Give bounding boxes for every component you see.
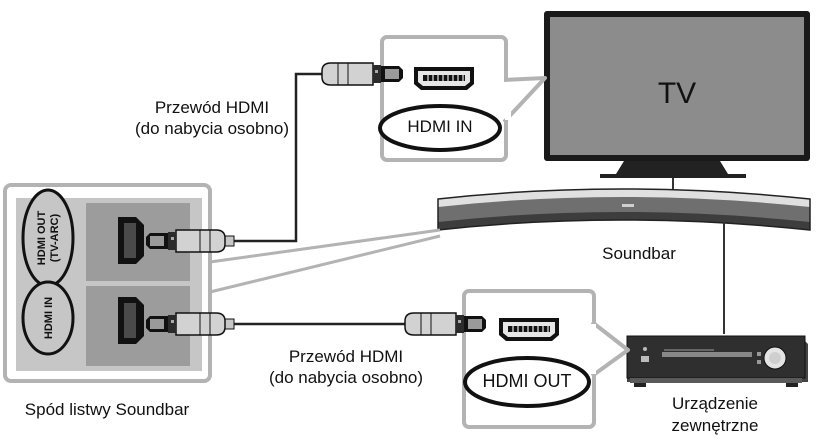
hdmi-in-port-oval xyxy=(21,280,75,356)
hdmi-cable-top xyxy=(233,72,330,243)
hdmi-plug-icon xyxy=(321,62,403,86)
hdmi-plug-icon xyxy=(404,312,486,336)
soundbar-underside-caption: Spód listwy Soundbar xyxy=(24,400,190,419)
cable-bottom-label-line2: (do nabycia osobno) xyxy=(268,368,424,387)
tv-label: TV xyxy=(658,77,696,110)
external-device-caption-line1: Urządzenie xyxy=(672,394,758,413)
hdmi-plug-icon xyxy=(146,229,235,253)
hdmi-out-label-line1: HDMI OUT xyxy=(36,211,48,266)
cable-top-label-line1: Przewód HDMI xyxy=(154,98,270,117)
hdmi-port-icon xyxy=(414,67,474,90)
hdmi-out-port-oval xyxy=(21,188,75,288)
soundbar-label: Soundbar xyxy=(602,244,676,263)
hdmi-plug-icon xyxy=(146,312,235,336)
hdmi-port-icon xyxy=(118,217,144,264)
tv-hdmi-in-label: HDMI IN xyxy=(407,117,473,136)
external-device-caption-line2: zewnętrzne xyxy=(671,416,759,435)
hdmi-in-label: HDMI IN xyxy=(43,297,55,339)
hdmi-port-icon xyxy=(118,297,144,344)
hdmi-port-icon xyxy=(499,318,559,341)
tv-icon: TV xyxy=(544,11,810,200)
media-player-icon xyxy=(626,335,808,387)
cable-top-label-line2: (do nabycia osobno) xyxy=(134,119,290,138)
hdmi-out-label-line2: (TV-ARC) xyxy=(49,214,61,263)
tv-hdmi-in-oval xyxy=(378,104,502,152)
cable-bottom-label-line1: Przewód HDMI xyxy=(288,347,404,366)
soundbar-icon xyxy=(437,188,811,231)
device-hdmi-out-label: HDMI OUT xyxy=(482,371,572,391)
device-hdmi-out-oval xyxy=(463,356,591,408)
